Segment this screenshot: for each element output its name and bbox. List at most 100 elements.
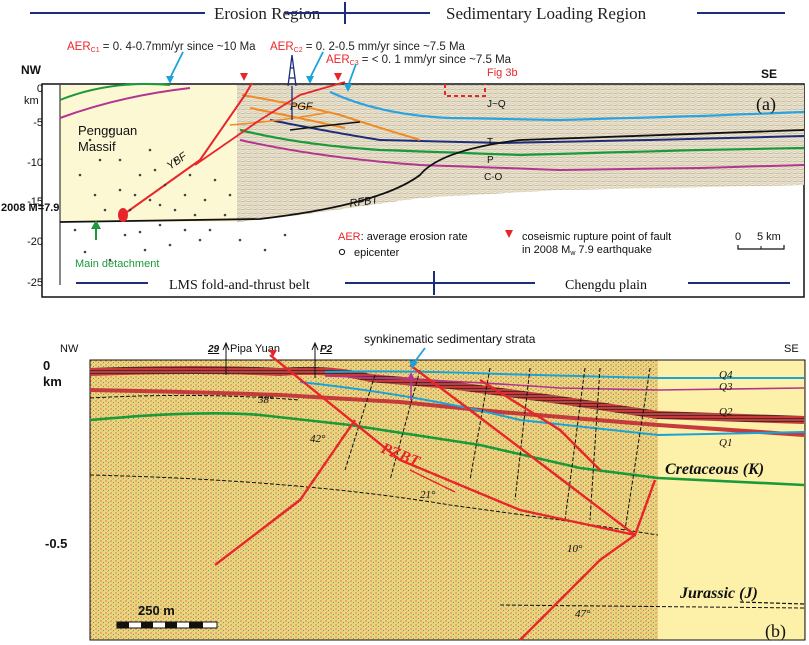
quake-label: 2008 M=7.9 (1, 202, 59, 214)
legend-aer: AER: average erosion rate (338, 231, 468, 243)
horizon-co (239, 139, 805, 172)
p-label: P (487, 155, 494, 166)
jurassic-label: Jurassic (J) (679, 585, 758, 602)
panel-b-frame (89, 359, 806, 641)
legend-rupture-1: coseismic rupture point of fault (522, 231, 671, 243)
tick-0-a: 0 (37, 83, 43, 95)
pgf-label: PGF (290, 101, 314, 113)
dip-47: 47° (575, 608, 591, 620)
km-unit-b: km (43, 374, 62, 389)
well1-number: 29 (207, 344, 220, 355)
aer-arrows (166, 51, 357, 92)
erosion-region-label: Erosion Region (214, 4, 321, 23)
cretaceous-horizon (89, 412, 805, 487)
massif-label-2: Massif (78, 139, 116, 154)
rfbt-label: RFBT (349, 194, 380, 210)
synk-blue-arrowhead (409, 360, 418, 369)
rfbt-fault (59, 129, 805, 223)
co-label: C-O (484, 172, 503, 183)
synk-pink-arrowhead (407, 372, 415, 380)
epicenter-cloud (73, 128, 287, 262)
fig3b-box (444, 84, 486, 97)
panel-a: Erosion Region Sedimentary Loading Regio… (1, 2, 805, 298)
legend-rupture-2: in 2008 Mw 7.9 earthquake (522, 244, 652, 257)
tick-25-a: -25 (27, 277, 43, 289)
well2-icon (311, 341, 319, 378)
panel-a-label: (a) (756, 94, 776, 115)
synkinematic-label: synkinematic sedimentary strata (364, 332, 536, 346)
km-unit-a: km (24, 95, 39, 107)
horizon-jq (329, 91, 805, 122)
dip-21: 21° (420, 489, 436, 501)
scale-label-b: 250 m (138, 603, 175, 618)
orange-fold-3 (229, 111, 331, 126)
q2-label: Q2 (719, 406, 733, 418)
seismic-section-a (237, 85, 804, 222)
jq-label: J~Q (487, 99, 506, 110)
aer1-text: AERC1 = 0. 4-0.7mm/yr since ~10 Ma (67, 41, 256, 54)
tick-20-a: -20 (27, 236, 43, 248)
tick-5-a: -5 (33, 117, 43, 129)
detachment-arrowhead (91, 220, 101, 229)
scale-bar-b (116, 621, 218, 629)
horizon-p (239, 128, 805, 157)
rupture-triangle-1 (240, 73, 248, 81)
uninterpreted-zone (658, 360, 804, 640)
rupture-triangle-b (269, 350, 277, 357)
scale-bar-a (737, 245, 785, 250)
aer3-text: AERC3 = < 0. 1 mm/yr since ~7.5 Ma (326, 54, 512, 67)
panel-a-frame (41, 83, 805, 298)
red-band-lower (89, 388, 805, 437)
well1-icon (222, 341, 230, 375)
legend-rupture-icon (505, 230, 513, 238)
black-thrust-2 (289, 121, 361, 131)
dip-10: 10° (567, 543, 583, 555)
q3-label: Q3 (719, 381, 733, 393)
rupture-triangle-2 (334, 73, 342, 81)
fig3b-ref: Fig 3b (487, 67, 518, 79)
fault-small-1 (409, 469, 456, 493)
massif-label-1: Pengguan (78, 123, 137, 138)
panel-b: synkinematic sedimentary strata NW SE 0 … (43, 332, 806, 642)
nw-label-b: NW (60, 343, 79, 355)
red-faults-b (214, 354, 657, 641)
main-detachment-label: Main detachment (75, 258, 159, 270)
cretaceous-label: Cretaceous (K) (665, 461, 764, 478)
mainshock-marker (118, 208, 128, 222)
se-label-b: SE (784, 343, 799, 355)
legend-epicenter-icon (338, 248, 346, 256)
sedimentary-region-label: Sedimentary Loading Region (446, 4, 647, 23)
dip-42: 42° (310, 433, 326, 445)
dip-38: 38° (257, 394, 274, 406)
panel-b-label: (b) (765, 621, 786, 642)
jurassic-line (739, 601, 805, 605)
well1-name: Pipa Yuan (230, 343, 280, 355)
dashed-strata (89, 367, 805, 609)
nw-label-a: NW (21, 63, 42, 77)
scale-zero-a: 0 (735, 231, 741, 243)
well2-number: P2 (320, 344, 333, 355)
tick-15-a: -15 (27, 196, 43, 208)
orange-fold-1 (241, 94, 421, 141)
scale-value-a: 5 km (757, 231, 781, 243)
ybf-fault (119, 82, 253, 218)
lms-label: LMS fold-and-thrust belt (169, 278, 310, 293)
derrick-icon (287, 54, 297, 120)
q1-label: Q1 (719, 437, 732, 449)
tick-10-a: -10 (27, 157, 43, 169)
massif-green-arc (59, 83, 171, 101)
legend-epicenter: epicenter (354, 247, 400, 259)
se-label-a: SE (761, 67, 777, 81)
massif-magenta-arc (59, 87, 191, 119)
horizon-t (269, 119, 805, 145)
depth-zero-b: 0 (43, 358, 50, 373)
q1-horizon (299, 381, 805, 437)
aer2-text: AERC2 = 0. 2-0.5 mm/yr since ~7.5 Ma (270, 41, 466, 54)
q4-label: Q4 (719, 369, 733, 381)
pgf-fault (194, 81, 346, 166)
q3-horizon (324, 375, 805, 391)
t-label: T (487, 137, 493, 148)
depth-half-b: -0.5 (45, 536, 67, 551)
